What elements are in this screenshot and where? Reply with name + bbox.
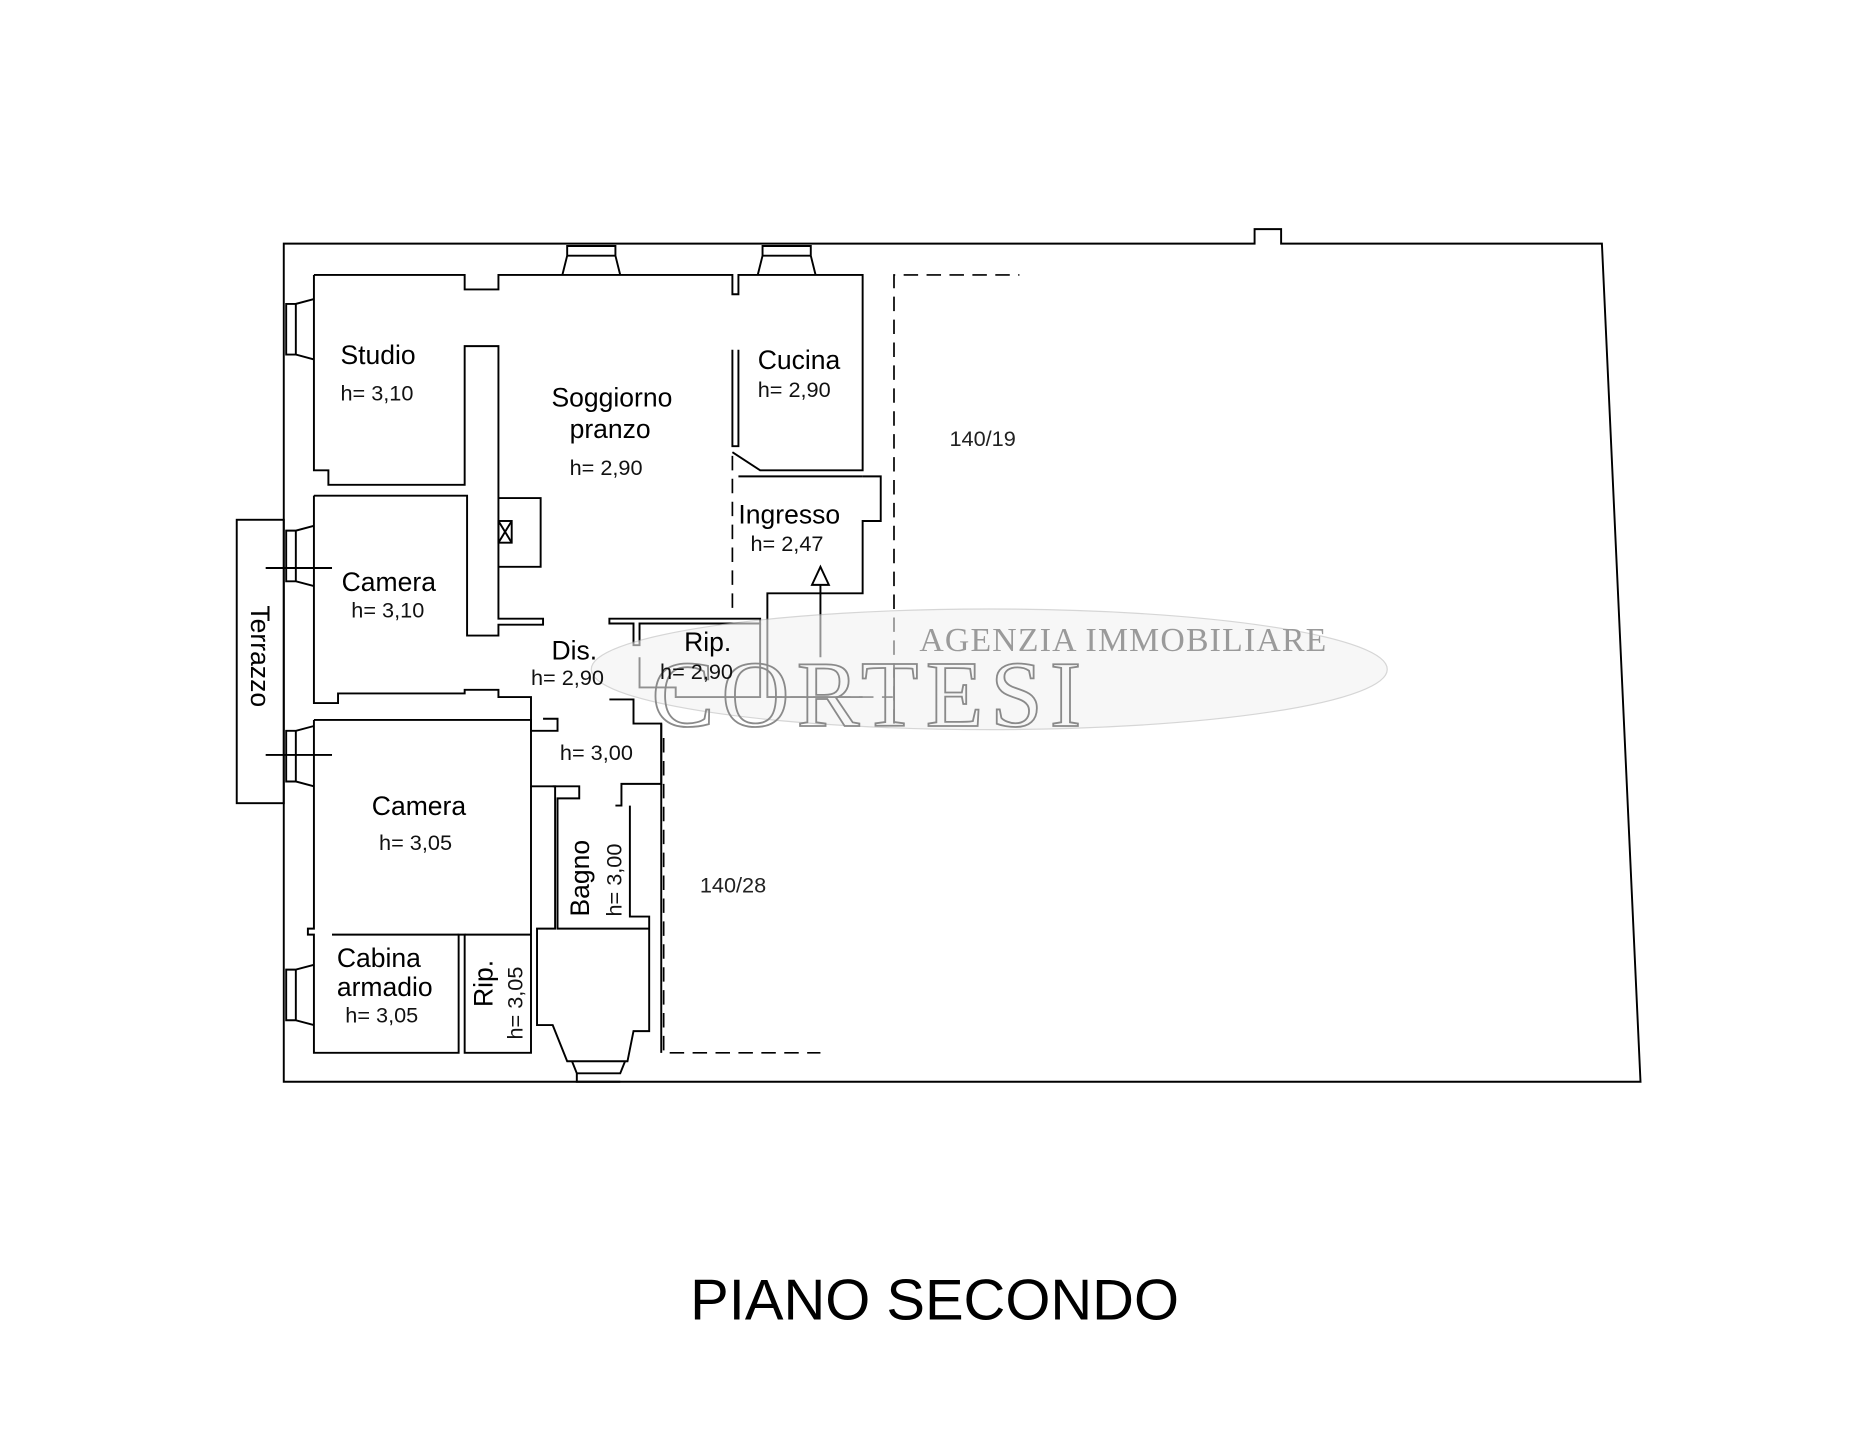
- cabina-label: Cabina: [337, 943, 421, 973]
- camera2-height: h= 3,05: [379, 830, 452, 855]
- camera1-label: Camera: [342, 567, 437, 597]
- agency-watermark: AGENZIA IMMOBILIARE CORTESI: [590, 608, 1388, 748]
- bagno-height: h= 3,00: [601, 844, 626, 917]
- studio-height: h= 3,10: [340, 380, 413, 405]
- cabina-height: h= 3,05: [345, 1003, 418, 1028]
- outer-boundary: [282, 228, 1642, 1083]
- terrazzo-label: Terrazzo: [245, 605, 275, 707]
- dis-label: Dis.: [551, 636, 597, 666]
- armadio-label: armadio: [337, 972, 433, 1002]
- dis-height: h= 2,90: [531, 665, 604, 690]
- camera1-height: h= 3,10: [351, 597, 424, 622]
- watermark-line1: AGENZIA IMMOBILIARE: [919, 622, 1327, 659]
- windows: [265, 245, 817, 1083]
- parcel-upper: 140/19: [949, 426, 1015, 451]
- watermark-line2: CORTESI: [652, 643, 1089, 747]
- studio-label: Studio: [340, 340, 415, 370]
- soggiorno-height: h= 2,90: [570, 455, 643, 480]
- parcel-lower: 140/28: [700, 872, 766, 897]
- bagno-label: Bagno: [565, 840, 595, 917]
- rip1-label: Rip.: [684, 627, 731, 657]
- pranzo-label: pranzo: [570, 414, 651, 444]
- cucina-label: Cucina: [758, 345, 841, 375]
- terrace: [235, 518, 285, 805]
- camera2-label: Camera: [372, 791, 467, 821]
- cucina-height: h= 2,90: [758, 377, 831, 402]
- ingresso-label: Ingresso: [738, 499, 840, 529]
- ingresso-height: h= 2,47: [750, 531, 823, 556]
- corridor-height: h= 3,00: [560, 740, 633, 765]
- soggiorno-label: Soggiorno: [551, 382, 672, 412]
- rip2-label: Rip.: [468, 960, 498, 1007]
- rip1-height: h= 2,90: [660, 659, 733, 684]
- rip2-height: h= 3,05: [503, 967, 528, 1040]
- floor-title: PIANO SECONDO: [690, 1268, 1179, 1332]
